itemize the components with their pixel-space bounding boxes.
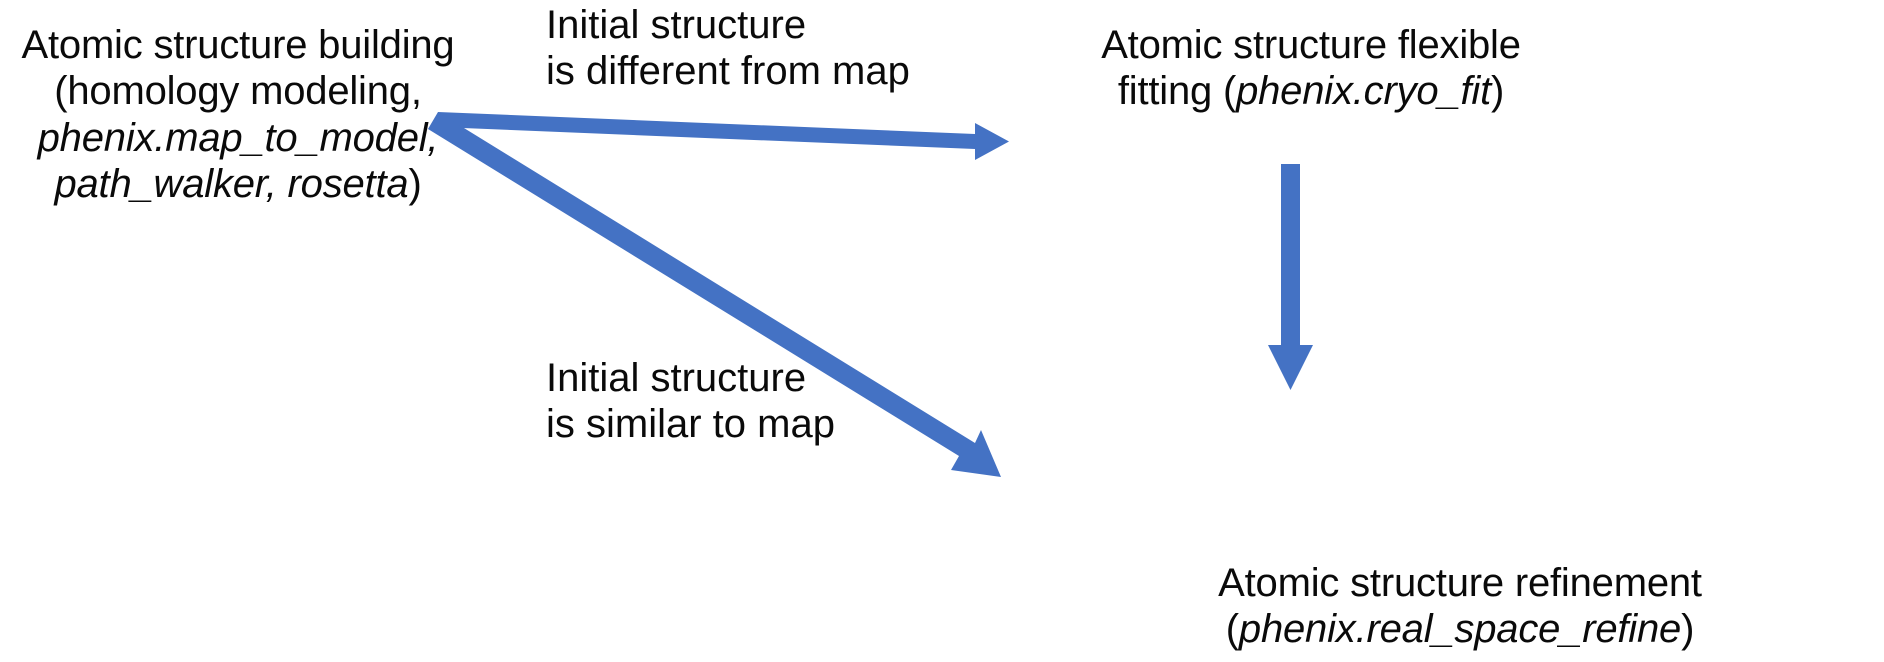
label-different-line-1: Initial structure xyxy=(546,3,807,47)
flexible-line-1: Atomic structure flexible xyxy=(1101,23,1521,67)
building-line-1: Atomic structure building xyxy=(21,23,455,67)
label-similar-line-2: is similar to map xyxy=(546,402,835,447)
node-atomic-structure-building: Atomic structure building (homology mode… xyxy=(8,22,468,208)
building-line-4-paren: ) xyxy=(408,162,422,207)
flexible-line-2-suffix: ) xyxy=(1491,69,1505,114)
node-atomic-structure-refinement: Atomic structure refinement (phenix.real… xyxy=(1060,560,1880,653)
label-similar-line-1: Initial structure xyxy=(546,356,807,400)
label-different-line-2: is different from map xyxy=(546,49,910,94)
building-line-4: path_walker, rosetta) xyxy=(8,161,468,207)
flexible-line-2: fitting (phenix.cryo_fit) xyxy=(1076,68,1546,114)
refinement-line-2-suffix: ) xyxy=(1681,607,1695,652)
refinement-line-2-prefix: ( xyxy=(1225,607,1239,652)
edge-label-is-different-from-map: Initial structure is different from map xyxy=(546,2,910,95)
refinement-line-2: (phenix.real_space_refine) xyxy=(1060,606,1860,652)
node-atomic-structure-flexible-fitting: Atomic structure flexible fitting (pheni… xyxy=(1076,22,1546,115)
building-line-3: phenix.map_to_model, xyxy=(37,115,439,160)
arrow-flexible-fitting-to-refinement xyxy=(1268,164,1313,390)
building-line-2: (homology modeling, xyxy=(54,69,422,114)
arrow-building-to-flexible-fitting xyxy=(438,112,1009,160)
edge-label-is-similar-to-map: Initial structure is similar to map xyxy=(546,355,835,448)
building-line-4-italic: path_walker, rosetta xyxy=(54,162,409,207)
refinement-line-2-italic: phenix.real_space_refine xyxy=(1238,607,1682,652)
flexible-line-2-italic: phenix.cryo_fit xyxy=(1236,69,1492,114)
flexible-line-2-prefix: fitting ( xyxy=(1117,69,1237,114)
refinement-line-1: Atomic structure refinement xyxy=(1218,561,1702,605)
